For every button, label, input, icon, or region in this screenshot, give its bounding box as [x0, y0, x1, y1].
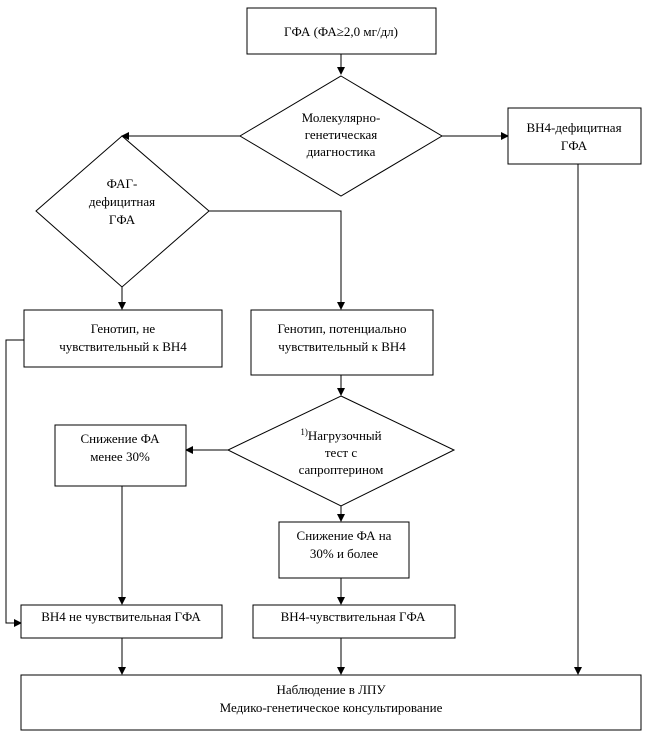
molecular-label-3: диагностика [307, 144, 376, 159]
genotype-pot-label-1: Генотип, потенциально [277, 321, 406, 336]
edge-fag-to-geno-pot [209, 210, 345, 310]
observation-label-1: Наблюдение в ЛПУ [276, 682, 386, 697]
bh4-sensitive-box [252, 604, 456, 639]
bh4-insensitive-box [20, 604, 223, 639]
drop-less-label-1: Снижение ФА [81, 431, 161, 446]
molecular-diamond [239, 75, 443, 197]
bh4-deficient-label-2: ГФА [561, 138, 588, 153]
molecular-label-2: генетическая [305, 127, 378, 142]
drop-less-label-2: менее 30% [90, 449, 150, 464]
observation-label-2: Медико-генетическое консультирование [220, 700, 443, 715]
genotype-potentially-sensitive-box [250, 309, 434, 376]
load-test-label-1: 1)Нагрузочный [300, 427, 381, 443]
observation-box [20, 674, 642, 731]
bh4-deficient-label-1: ВН4-дефицитная [526, 120, 621, 135]
load-test-diamond [226, 395, 456, 507]
drop-less-box [54, 424, 187, 487]
genotype-not-label-2: чувствительный к ВН4 [59, 339, 187, 354]
load-test-label-2: тест с [325, 445, 357, 460]
drop-more-label-1: Снижение ФА на [297, 528, 392, 543]
molecular-label-1: Молекулярно- [302, 110, 381, 125]
bh4-insensitive-label: ВН4 не чувствительная ГФА [41, 609, 201, 624]
fag-label-3: ГФА [109, 212, 136, 227]
drop-more-label-2: 30% и более [310, 546, 378, 561]
gfa-label: ГФА (ФА≥2,0 мг/дл) [284, 24, 398, 39]
fag-label-1: ФАГ- [107, 176, 138, 191]
fag-deficient-diamond [35, 135, 210, 288]
edge-geno-not-to-insens [5, 339, 24, 627]
bh4-deficient-box [507, 107, 642, 165]
genotype-not-label-1: Генотип, не [91, 321, 156, 336]
load-test-label-3: сапроптерином [299, 462, 384, 477]
bh4-sensitive-label: ВН4-чувствительная ГФА [281, 609, 426, 624]
gfa-box [246, 7, 437, 55]
genotype-not-sensitive-box [23, 309, 223, 368]
drop-more-box [278, 521, 410, 579]
fag-label-2: дефицитная [89, 194, 155, 209]
genotype-pot-label-2: чувствительный к ВН4 [278, 339, 406, 354]
